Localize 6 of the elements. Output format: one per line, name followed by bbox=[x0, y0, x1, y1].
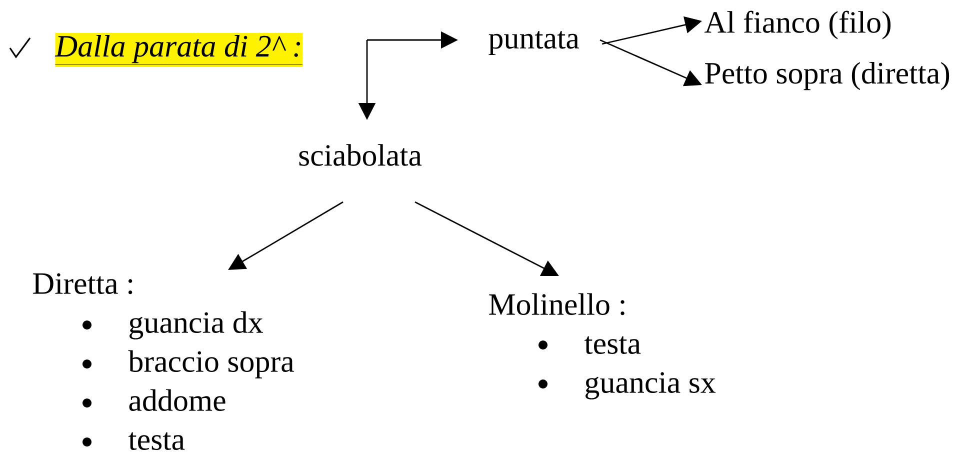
node-text: Petto sopra (diretta) bbox=[705, 62, 950, 90]
node-text: puntata bbox=[488, 30, 580, 56]
bullet-list: Molinello : testa guancia sx bbox=[489, 293, 716, 400]
node-text: sciabolata bbox=[299, 144, 422, 166]
bullet-list: Diretta : guancia dx braccio sopra addome testa bbox=[33, 273, 294, 450]
node-text: Al fianco (filo) bbox=[704, 10, 890, 40]
